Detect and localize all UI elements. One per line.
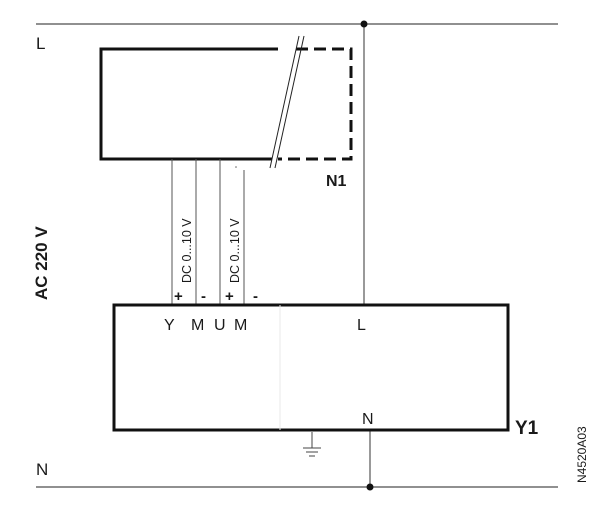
terminal-u: U bbox=[214, 317, 226, 334]
terminal-n: N bbox=[362, 411, 374, 428]
actuator-label-y1: Y1 bbox=[515, 418, 539, 439]
signal-range-y: DC 0...10 V bbox=[180, 218, 194, 283]
polarity-minus-m2: - bbox=[253, 288, 258, 305]
signal-range-u: DC 0...10 V bbox=[228, 218, 242, 283]
ground-icon bbox=[303, 432, 321, 457]
terminal-l: L bbox=[357, 317, 366, 334]
supply-voltage-label: AC 220 V bbox=[32, 226, 51, 300]
terminal-y: Y bbox=[164, 317, 175, 334]
drawing-id: N4520A03 bbox=[575, 426, 589, 483]
junction-dot-l bbox=[360, 20, 368, 28]
wire-tick bbox=[235, 166, 237, 168]
polarity-plus-u: + bbox=[225, 288, 234, 305]
controller-n1-dashed-outline bbox=[278, 47, 353, 161]
break-mark bbox=[269, 35, 300, 169]
controller-label-n1: N1 bbox=[326, 173, 347, 190]
junction-dot-n bbox=[366, 483, 374, 491]
rail-label-l: L bbox=[36, 34, 45, 53]
polarity-minus-m1: - bbox=[201, 288, 206, 305]
break-mark bbox=[274, 35, 305, 169]
terminal-m1: M bbox=[191, 317, 204, 334]
controller-n1-box bbox=[99, 47, 278, 161]
terminal-m2: M bbox=[234, 317, 247, 334]
rail-label-n: N bbox=[36, 460, 48, 479]
polarity-plus-y: + bbox=[174, 288, 183, 305]
actuator-y1-box bbox=[112, 303, 510, 432]
